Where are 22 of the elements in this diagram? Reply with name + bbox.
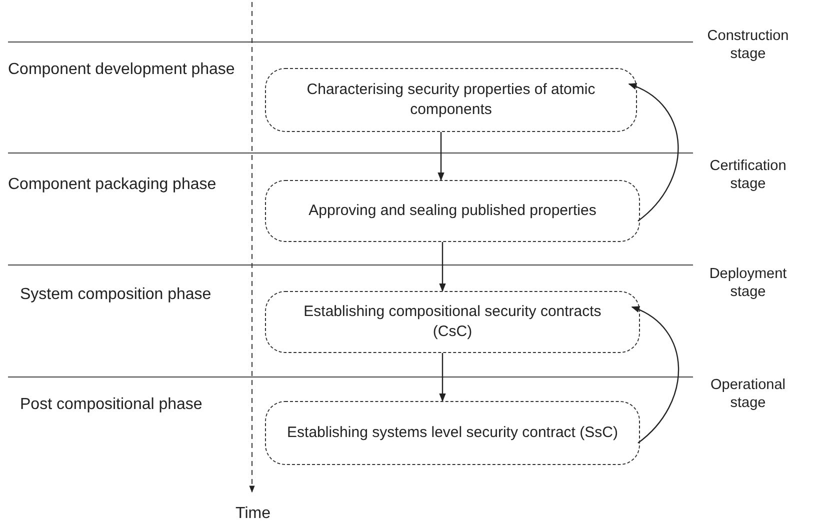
phase-label: Component development phase: [8, 60, 236, 80]
phase-label: Component packaging phase: [8, 175, 218, 195]
process-box: [265, 291, 640, 353]
stage-label: Deployment stage: [708, 265, 788, 301]
box-text: Approving and sealing published properties: [308, 201, 596, 221]
arrow: [439, 242, 446, 292]
arrow: [631, 306, 680, 444]
arrow: [439, 353, 446, 402]
phase-label: Post compositional phase: [20, 395, 204, 415]
process-box: [265, 180, 640, 242]
box-text: Establishing compositional security contracts (CsC): [302, 302, 602, 342]
arrow: [438, 132, 444, 181]
stage-label: Operational stage: [710, 376, 786, 412]
stage-label: Certification stage: [708, 157, 788, 193]
process-box: [265, 68, 637, 132]
phase-label: System composition phase: [20, 285, 212, 305]
stage-label: Construction stage: [706, 27, 790, 63]
arrow: [628, 83, 679, 222]
box-text: Characterising security properties of atomic components: [306, 80, 596, 120]
process-box: [265, 401, 640, 465]
axis-label: Time: [234, 504, 272, 524]
box-text: Establishing systems level security contract (SsC): [287, 423, 618, 443]
